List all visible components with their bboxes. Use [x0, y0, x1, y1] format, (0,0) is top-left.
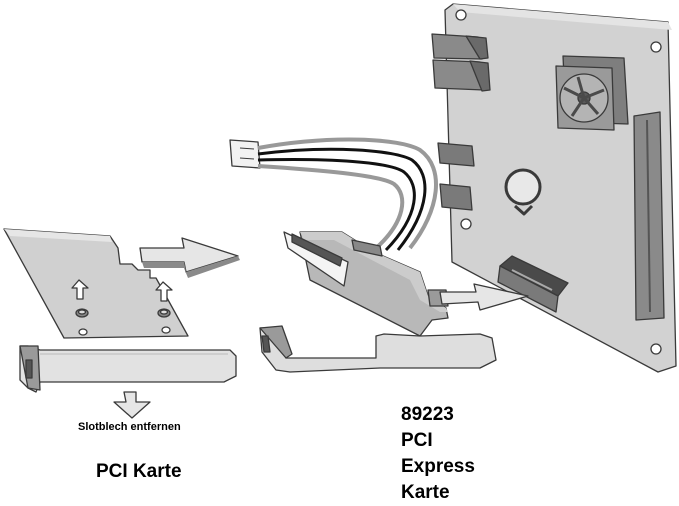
mount-hole	[650, 41, 662, 53]
mount-hole	[455, 9, 467, 21]
mount-hole	[460, 218, 472, 230]
arrow-right-icon	[439, 283, 529, 311]
arrow-up-icon	[155, 281, 173, 302]
power-connector	[229, 139, 261, 169]
motherboard	[431, 3, 677, 373]
chip	[439, 183, 473, 211]
arrow-up-icon	[71, 279, 89, 300]
pcie-card	[259, 231, 497, 373]
pcie-card-label: 89223 PCI Express Karte	[401, 402, 475, 506]
slot-bracket	[19, 345, 237, 393]
chip	[437, 142, 475, 167]
pci-card-label: PCI Karte	[96, 461, 182, 482]
pci-card	[3, 228, 237, 393]
power-cable	[229, 137, 438, 252]
screw-icon	[157, 308, 171, 334]
pcie-label-line: Express	[401, 456, 475, 477]
slot-remove-label: Slotblech entfernen	[78, 421, 181, 433]
pcie-label-line: PCI	[401, 430, 433, 451]
pcie-label-line: Karte	[401, 482, 450, 503]
arrow-down-icon	[113, 391, 151, 419]
pcie-label-line: 89223	[401, 404, 454, 425]
screw-icon	[75, 308, 89, 336]
pcie-bracket	[259, 327, 497, 373]
cmos-battery	[504, 168, 542, 206]
mount-hole	[650, 343, 662, 355]
